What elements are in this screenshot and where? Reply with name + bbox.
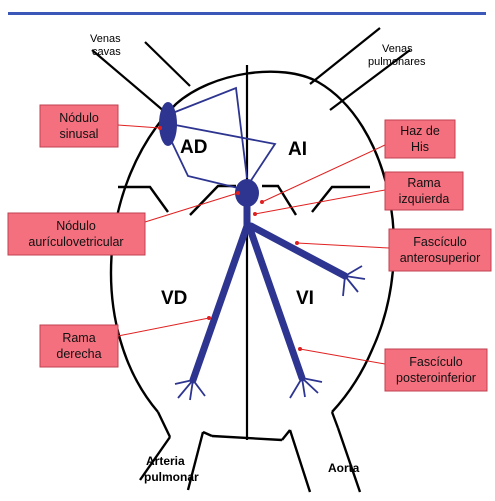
vessels-top bbox=[92, 28, 410, 112]
callout-nodulo-av: Nódulo aurículovetricular bbox=[8, 213, 145, 255]
callout-nodulo-av-line1: Nódulo bbox=[56, 219, 96, 233]
label-venas-pulmonares-2: pulmonares bbox=[368, 56, 426, 68]
callout-fasciculo-anterosuperior-line1: Fascículo bbox=[413, 235, 467, 249]
label-vi: VI bbox=[296, 288, 314, 309]
label-arteria-2: pulmonar bbox=[144, 470, 199, 484]
callout-rama-izquierda: Rama izquierda bbox=[385, 172, 463, 210]
callout-rama-derecha-line2: derecha bbox=[56, 347, 101, 361]
label-ad: AD bbox=[180, 137, 207, 158]
callout-haz-his-line2: His bbox=[411, 140, 429, 154]
conduction-bundles bbox=[193, 205, 345, 380]
callout-fasciculo-anterosuperior-line2: anterosuperior bbox=[400, 251, 481, 265]
septum-lines bbox=[118, 65, 370, 440]
label-aorta: Aorta bbox=[328, 461, 360, 475]
callout-nodulo-sinusal-line2: sinusal bbox=[60, 127, 99, 141]
callout-rama-izquierda-line1: Rama bbox=[407, 176, 440, 190]
callout-fasciculo-posteroinferior: Fascículo posteroinferior bbox=[385, 349, 487, 391]
sinus-node bbox=[159, 102, 177, 146]
callout-fasciculo-posteroinferior-line1: Fascículo bbox=[409, 355, 463, 369]
callout-nodulo-sinusal-line1: Nódulo bbox=[59, 111, 99, 125]
callout-haz-his-line1: Haz de bbox=[400, 124, 440, 138]
callout-rama-izquierda-line2: izquierda bbox=[399, 192, 450, 206]
label-vd: VD bbox=[161, 288, 187, 309]
label-venas-cavas-1: Venas bbox=[90, 33, 121, 45]
callout-haz-his: Haz de His bbox=[385, 120, 455, 158]
callout-rama-derecha-line1: Rama bbox=[62, 331, 95, 345]
callout-nodulo-av-line2: aurículovetricular bbox=[28, 235, 123, 249]
callout-fasciculo-anterosuperior: Fascículo anterosuperior bbox=[389, 229, 491, 271]
label-venas-cavas-2: cavas bbox=[92, 46, 121, 58]
callout-rama-derecha: Rama derecha bbox=[40, 325, 118, 367]
callout-fasciculo-posteroinferior-line2: posteroinferior bbox=[396, 371, 476, 385]
callout-nodulo-sinusal: Nódulo sinusal bbox=[40, 105, 118, 147]
header-rule bbox=[8, 12, 486, 15]
label-arteria-1: Arteria bbox=[146, 454, 185, 468]
label-venas-pulmonares-1: Venas bbox=[382, 43, 413, 55]
label-ai: AI bbox=[288, 139, 307, 160]
